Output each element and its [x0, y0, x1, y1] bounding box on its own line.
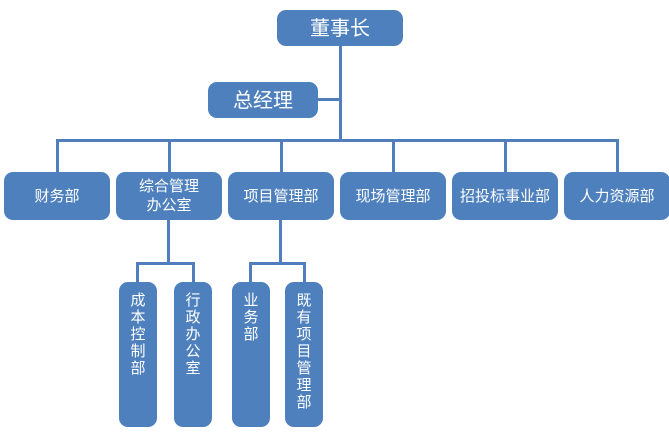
connector-drop-admin-office-sub	[192, 262, 195, 282]
node-chairman: 董事长	[277, 10, 403, 46]
node-hr-dept: 人力资源部	[564, 172, 669, 220]
connector-drop-site-mgmt	[392, 139, 395, 172]
connector-level3-spine	[56, 139, 618, 142]
connector-drop-business	[249, 262, 252, 282]
connector-chairman-vertical	[339, 46, 342, 139]
node-project-mgmt-dept: 项目管理部	[228, 172, 334, 220]
connector-drop-bidding	[504, 139, 507, 172]
node-bidding-dept: 招投标事业部	[452, 172, 558, 220]
node-finance-dept-label: 财务部	[34, 186, 80, 205]
connector-drop-cost-control	[136, 262, 139, 282]
node-finance-dept: 财务部	[4, 172, 110, 220]
node-business-dept-label: 业务部	[243, 291, 259, 343]
connector-drop-existing-projects	[303, 262, 306, 282]
node-admin-office-label: 综合管理办公室	[138, 177, 199, 214]
node-hr-dept-label: 人力资源部	[579, 186, 655, 205]
connector-drop-admin-office	[168, 139, 171, 172]
connector-gm-horizontal	[318, 98, 341, 101]
node-chairman-label: 董事长	[310, 15, 370, 40]
node-general-manager-label: 总经理	[233, 87, 293, 112]
node-business-dept: 业务部	[232, 282, 270, 427]
node-general-manager: 总经理	[208, 82, 318, 118]
node-bidding-dept-label: 招投标事业部	[459, 186, 550, 205]
node-project-mgmt-dept-label: 项目管理部	[243, 186, 319, 205]
connector-drop-hr	[616, 139, 619, 172]
node-administrative-office-label: 行政办公室	[185, 291, 201, 377]
node-site-mgmt-dept-label: 现场管理部	[355, 186, 431, 205]
node-existing-project-mgmt-dept: 既有项目管理部	[285, 282, 323, 427]
node-administrative-office: 行政办公室	[174, 282, 212, 427]
connector-admin-spine	[136, 262, 195, 265]
connector-drop-finance	[56, 139, 59, 172]
node-cost-control-dept-label: 成本控制部	[130, 291, 146, 377]
node-cost-control-dept: 成本控制部	[119, 282, 157, 427]
connector-project-spine	[249, 262, 306, 265]
node-existing-project-mgmt-dept-label: 既有项目管理部	[296, 291, 312, 411]
node-site-mgmt-dept: 现场管理部	[340, 172, 446, 220]
connector-drop-project-mgmt	[280, 139, 283, 172]
connector-project-vertical	[279, 220, 282, 262]
node-admin-office: 综合管理办公室	[116, 172, 222, 220]
connector-admin-vertical	[167, 220, 170, 262]
